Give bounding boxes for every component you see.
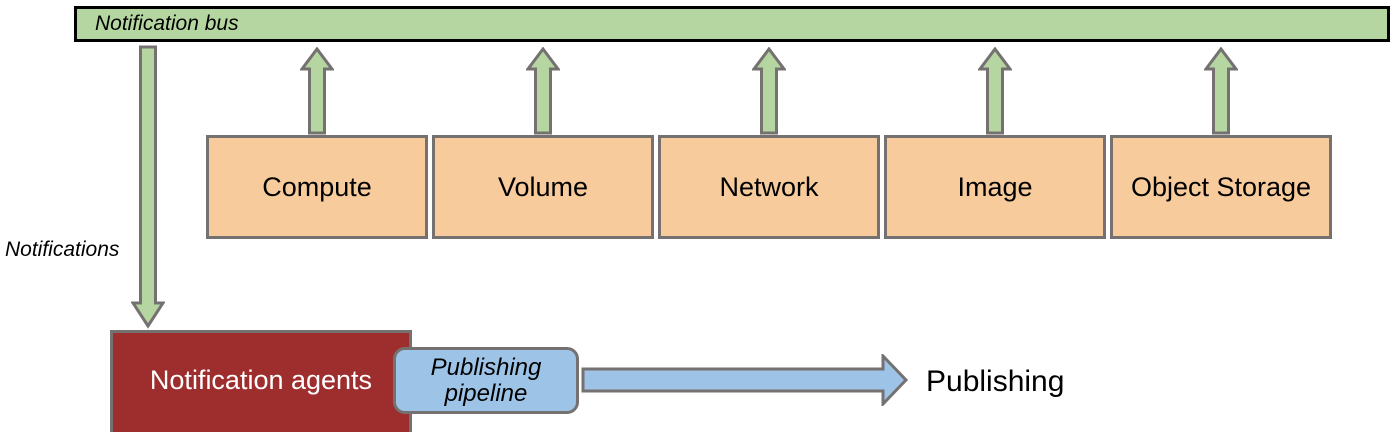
service-label-image: Image [957,171,1033,202]
notification-agents-label: Notification agents [149,364,373,395]
notification-agents-box[interactable]: Notification agents [110,330,412,432]
publishing-label: Publishing [926,365,1065,398]
bus-to-agents-arrow [131,45,165,329]
publishing-arrow [581,354,908,406]
notifications-label: Notifications [5,238,120,261]
publishing-pipeline-label-line1: Publishing [430,353,542,381]
service-box-image[interactable]: Image [884,135,1106,239]
object-storage-to-bus-arrow [1204,47,1238,135]
network-to-bus-arrow [752,47,786,135]
publishing-pipeline-label-line2: pipeline [444,379,528,407]
volume-to-bus-arrow [526,47,560,135]
service-label-compute: Compute [262,171,372,202]
publishing-pipeline-box[interactable]: Publishing pipeline [393,347,579,414]
service-label-network: Network [719,171,819,202]
notification-bus-bar: Notification bus [74,6,1390,42]
service-box-network[interactable]: Network [658,135,880,239]
service-label-volume: Volume [497,171,589,202]
notification-bus-label: Notification bus [95,12,239,35]
service-box-compute[interactable]: Compute [206,135,428,239]
service-label-object-storage: Object Storage [1130,171,1312,202]
compute-to-bus-arrow [300,47,334,135]
service-box-object-storage[interactable]: Object Storage [1110,135,1332,239]
service-box-volume[interactable]: Volume [432,135,654,239]
image-to-bus-arrow [978,47,1012,135]
